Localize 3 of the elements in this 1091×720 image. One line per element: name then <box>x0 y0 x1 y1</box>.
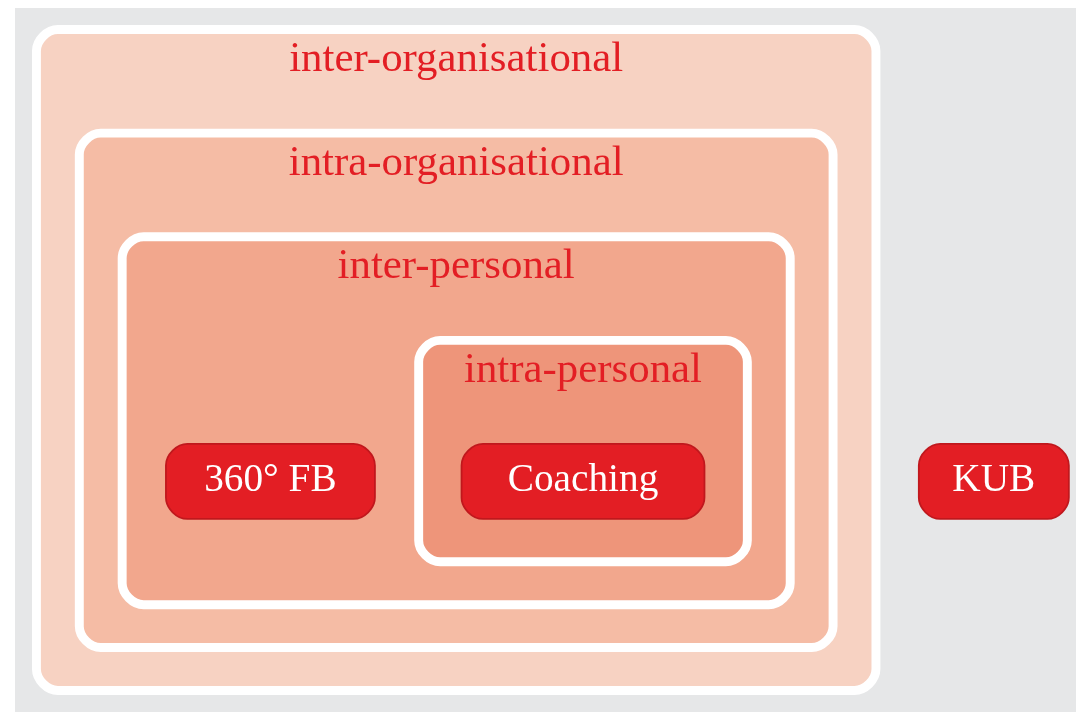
node-box: 360° FB <box>165 443 376 520</box>
node-box: Coaching <box>460 443 706 520</box>
node-box: KUB <box>917 443 1070 520</box>
